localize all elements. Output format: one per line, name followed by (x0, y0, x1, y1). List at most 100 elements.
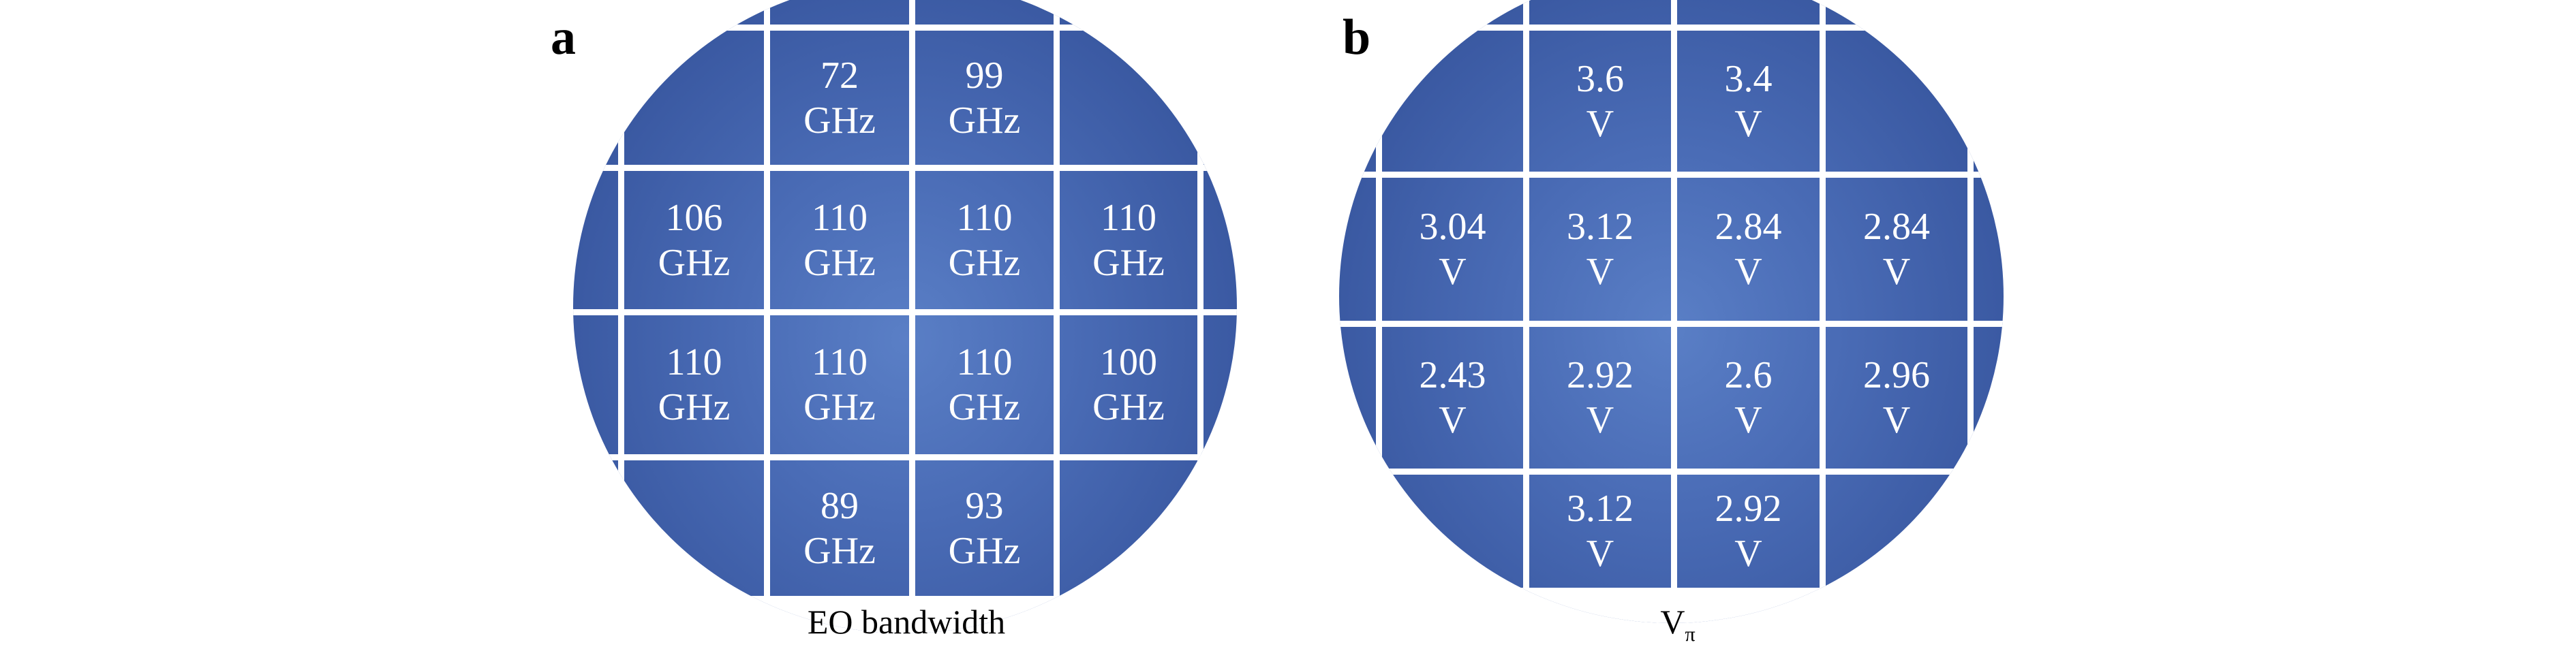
die-cell (1060, 31, 1197, 165)
die-unit: V (1734, 533, 1762, 575)
grid-line-horizontal (1339, 469, 2004, 475)
die-value: 2.92 (1567, 354, 1634, 396)
grid-line-vertical (1054, 0, 1060, 596)
die-value: 2.84 (1715, 206, 1782, 248)
panel-label: b (1343, 10, 1371, 65)
die-value: 110 (812, 196, 868, 239)
die-unit: V (1882, 251, 1911, 293)
grid-line-horizontal (573, 454, 1237, 460)
die-unit: GHz (658, 386, 731, 428)
die-value: 2.92 (1715, 488, 1782, 530)
die-value: 3.6 (1576, 57, 1624, 100)
caption: Vπ (1660, 602, 1695, 646)
die-unit: GHz (803, 386, 876, 428)
die-cell (1826, 31, 1967, 172)
die-unit: V (1734, 102, 1762, 145)
grid-line-vertical (1671, 0, 1677, 588)
grid-line-horizontal (573, 25, 1237, 31)
wafer-flat-cut (573, 596, 1237, 633)
caption: EO bandwidth (807, 603, 1006, 641)
die-unit: GHz (1092, 241, 1165, 284)
die-unit: GHz (948, 386, 1021, 428)
die-unit: GHz (803, 529, 876, 572)
die-unit: V (1586, 102, 1614, 145)
grid-line-vertical (1197, 0, 1203, 596)
die-value: 2.96 (1863, 354, 1930, 396)
die-value: 89 (821, 484, 859, 527)
grid-line-horizontal (573, 309, 1237, 315)
die-value: 110 (812, 341, 868, 383)
grid-line-vertical (909, 0, 915, 596)
grid-line-vertical (1376, 0, 1382, 588)
die-cell (624, 460, 764, 596)
die-unit: V (1439, 399, 1467, 441)
die-value: 99 (965, 54, 1004, 97)
die-value: 72 (821, 54, 859, 97)
grid-line-horizontal (1339, 25, 2004, 31)
die-value: 2.84 (1863, 206, 1930, 248)
die-value: 106 (665, 196, 723, 239)
die-value: 3.12 (1567, 206, 1634, 248)
die-cell (1060, 460, 1197, 596)
grid-line-vertical (1523, 0, 1529, 588)
die-value: 110 (956, 341, 1013, 383)
panel-label: a (551, 10, 576, 65)
die-value: 3.04 (1419, 206, 1486, 248)
die-unit: GHz (658, 241, 731, 284)
grid-line-vertical (1967, 0, 1974, 588)
die-cell (624, 31, 764, 165)
grid-line-horizontal (1339, 172, 2004, 178)
die-unit: V (1439, 251, 1467, 293)
die-unit: V (1882, 399, 1911, 441)
caption-main: V (1660, 603, 1685, 641)
grid-line-vertical (1820, 0, 1826, 588)
die-unit: GHz (948, 529, 1021, 572)
grid-line-vertical (618, 0, 624, 596)
die-value: 2.6 (1724, 354, 1773, 396)
die-unit: V (1734, 399, 1762, 441)
die-unit: GHz (948, 99, 1021, 142)
die-value: 110 (956, 196, 1013, 239)
die-value: 100 (1100, 341, 1157, 383)
die-unit: V (1586, 251, 1614, 293)
grid-line-horizontal (573, 165, 1237, 171)
die-cell (1826, 475, 1967, 588)
die-value: 3.12 (1567, 488, 1634, 530)
die-value: 110 (1101, 196, 1156, 239)
caption-subscript: π (1685, 623, 1696, 646)
die-unit: GHz (803, 99, 876, 142)
die-cell (1382, 475, 1523, 588)
die-value: 93 (965, 484, 1004, 527)
die-value: 3.4 (1724, 57, 1773, 100)
die-unit: GHz (803, 241, 876, 284)
grid-line-vertical (764, 0, 770, 596)
die-unit: GHz (1092, 386, 1165, 428)
die-unit: V (1586, 533, 1614, 575)
die-unit: V (1734, 251, 1762, 293)
grid-line-horizontal (1339, 321, 2004, 327)
wafer-flat-cut (1339, 588, 2004, 623)
die-value: 110 (666, 341, 722, 383)
